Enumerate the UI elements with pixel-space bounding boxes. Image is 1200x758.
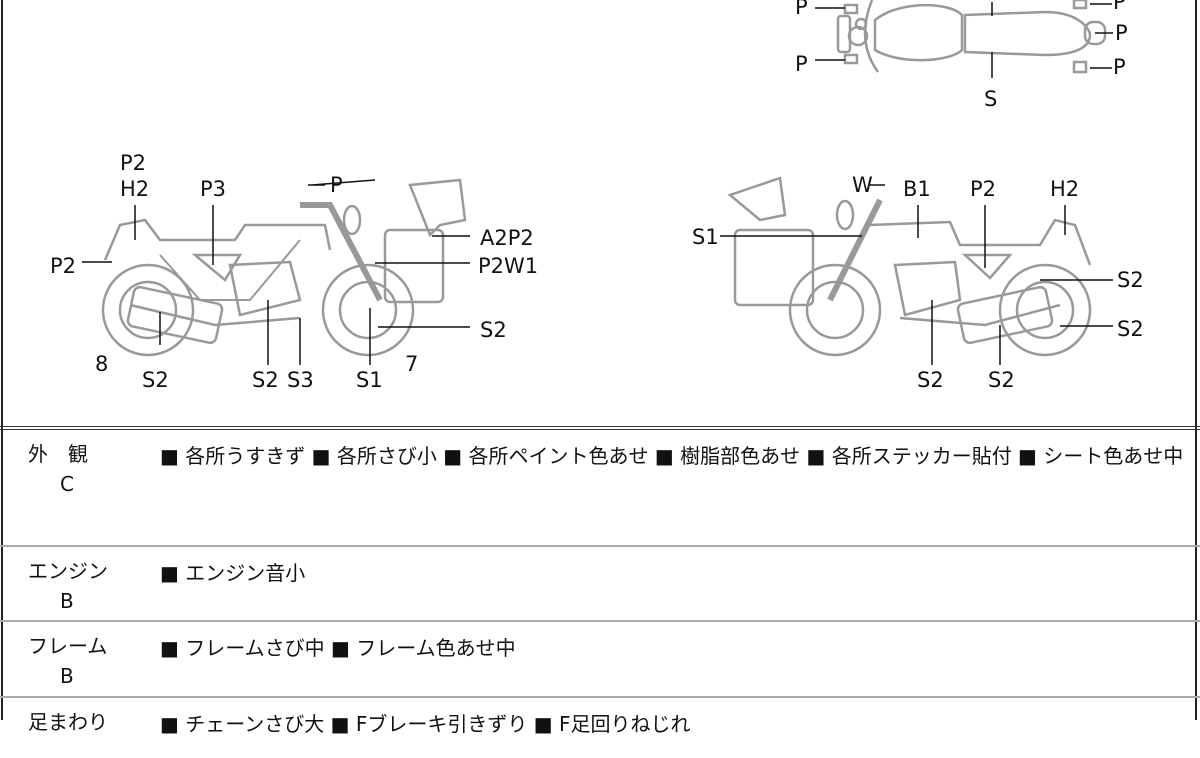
diagram-label: P [1113, 55, 1126, 79]
diagram-label: P2 [970, 177, 997, 201]
diagram-label: 8 [95, 352, 109, 376]
diagram-label: P2W1 [478, 254, 539, 278]
diagram-label: A2P2 [480, 226, 534, 250]
diagram-label: W [852, 173, 873, 197]
table-row: 外 観 C ■ 各所うすきず ■ 各所さび小 ■ 各所ペイント色あせ ■ 樹脂部… [0, 426, 1200, 546]
sheet-frame [1, 0, 1197, 720]
diagram-label: S1 [356, 368, 383, 392]
row-details: ■ エンジン音小 [160, 561, 306, 585]
row-grade: B [60, 589, 74, 613]
table-row: 足まわり ■ チェーンさび大 ■ Fブレーキ引きずり ■ F足回りねじれ [0, 696, 1200, 758]
row-category: フレーム [28, 634, 108, 658]
row-grade: B [60, 664, 74, 688]
diagram-label: B1 [903, 177, 931, 201]
right-side-bike [727, 176, 1092, 357]
left-side-bike [101, 178, 467, 357]
diagram-label: P [795, 52, 808, 76]
diagram-label: P2 [120, 151, 147, 175]
diagram-label: H2 [120, 177, 150, 201]
diagram-label: P [1115, 21, 1128, 45]
diagram-label: H2 [1050, 177, 1080, 201]
row-category: エンジン [28, 559, 108, 583]
diagram-label: S2 [480, 318, 507, 342]
diagram-label: P [1113, 0, 1126, 14]
row-details: ■ チェーンさび大 ■ Fブレーキ引きずり ■ F足回りねじれ [160, 712, 691, 736]
diagram-label: 7 [405, 352, 419, 376]
table-row: エンジン B ■ エンジン音小 [0, 545, 1200, 621]
diagram-label: S1 [692, 225, 719, 249]
row-details: ■ 各所うすきず ■ 各所さび小 ■ 各所ペイント色あせ ■ 樹脂部色あせ ■ … [160, 444, 1184, 468]
motorcycle-diagram [82, 0, 1113, 365]
top-view-bike [815, 0, 1113, 78]
diagram-label: P [795, 0, 808, 19]
row-category: 外 観 [28, 442, 88, 466]
diagram-label: S2 [1117, 317, 1144, 341]
diagram-label: S2 [917, 368, 944, 392]
diagram-label: S3 [287, 368, 314, 392]
row-details: ■ フレームさび中 ■ フレーム色あせ中 [160, 636, 516, 660]
diagram-label: S2 [988, 368, 1015, 392]
diagram-label: P2 [50, 254, 77, 278]
leader-lines [82, 179, 1113, 365]
diagram-label: P3 [200, 177, 227, 201]
diagram-label: S2 [1117, 268, 1144, 292]
diagram-label: S2 [142, 368, 169, 392]
diagram-label: S2 [252, 368, 279, 392]
table-row: フレーム B ■ フレームさび中 ■ フレーム色あせ中 [0, 620, 1200, 696]
diagram-label: P [330, 173, 343, 197]
diagram-label: S [984, 87, 998, 111]
row-grade: C [60, 472, 74, 496]
row-category: 足まわり [28, 710, 108, 734]
